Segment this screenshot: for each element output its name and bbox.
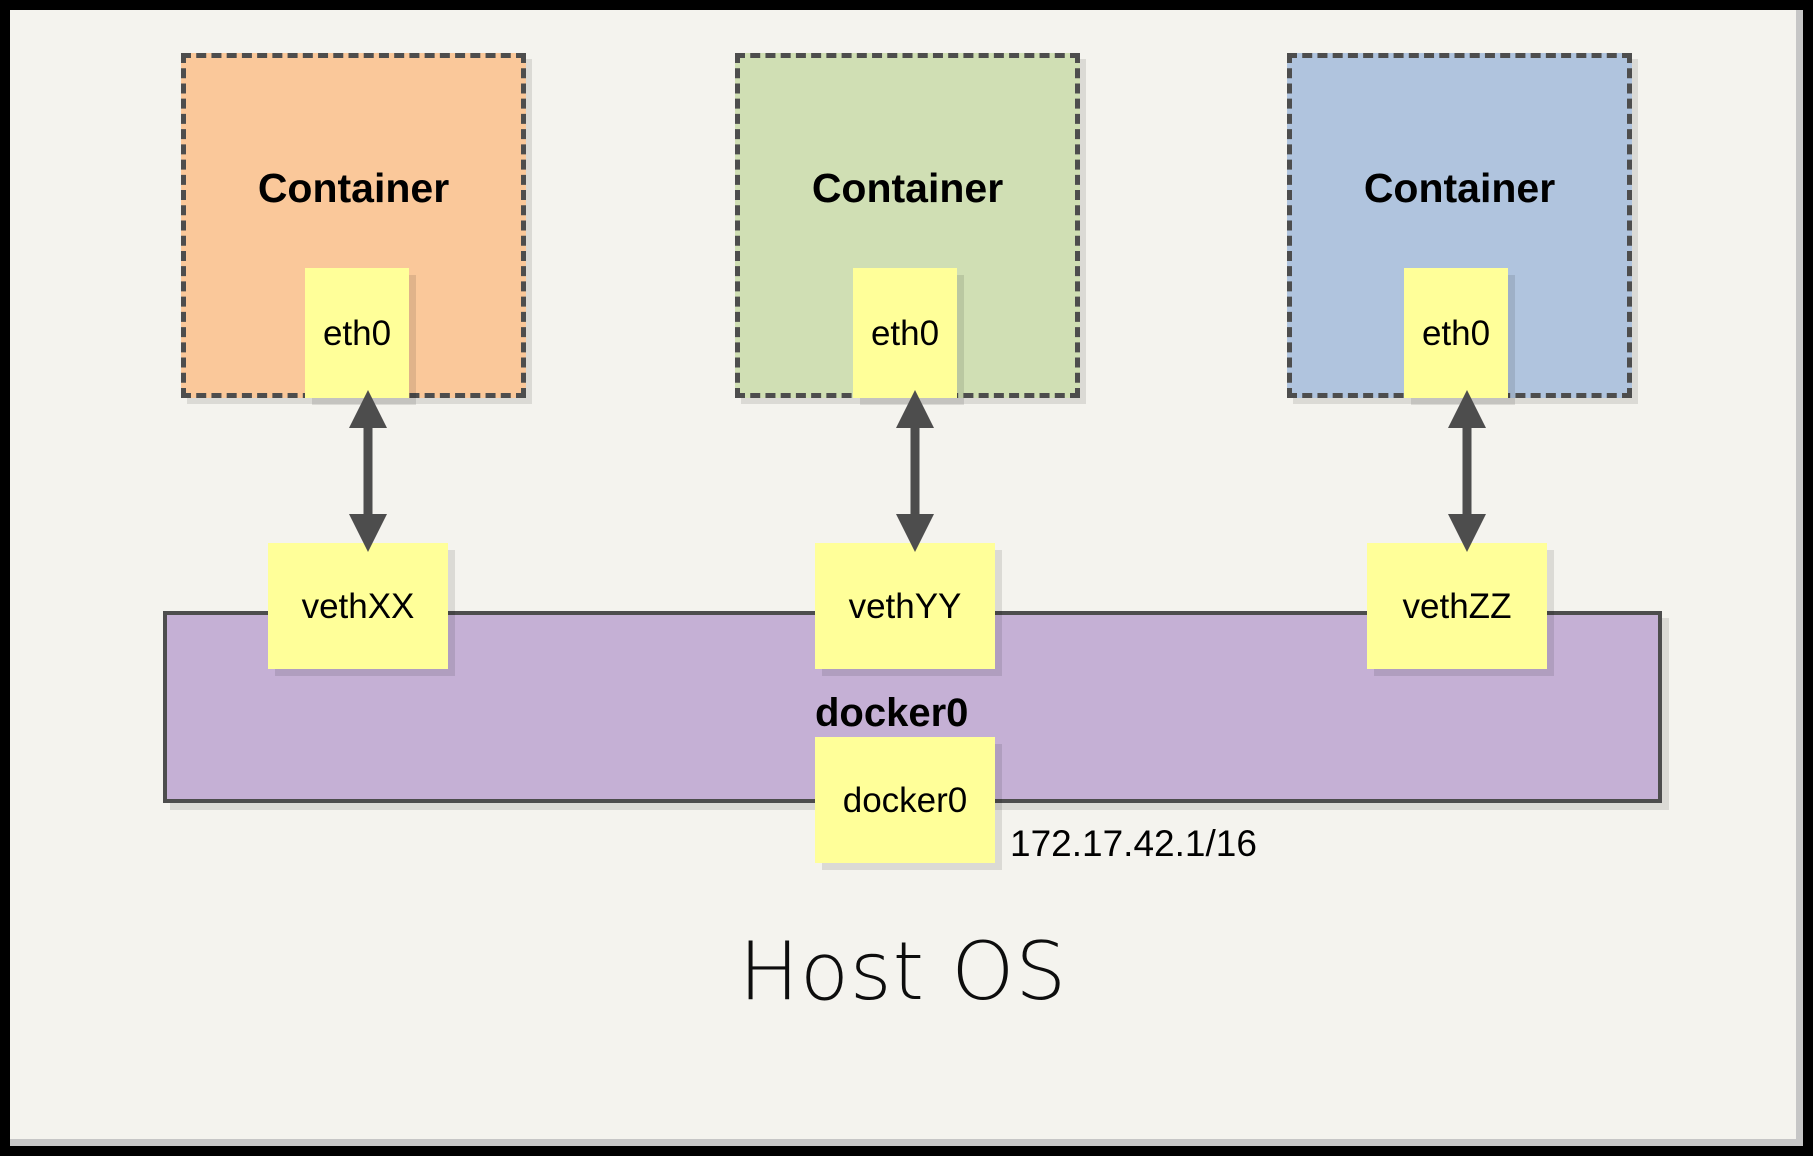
container-title-3: Container — [1363, 165, 1556, 211]
container-eth0-box-1: eth0 — [305, 268, 409, 398]
veth-box-2: vethYY — [815, 543, 995, 669]
container-title-2: Container — [811, 165, 1004, 211]
veth-arrow-2 — [896, 390, 934, 552]
diagram-canvas: Container eth0 Container eth0 Container … — [10, 10, 1803, 1146]
docker0-ip-label: 172.17.42.1/16 — [1010, 823, 1257, 864]
docker0-bridge-label: docker0 — [815, 691, 969, 735]
container-eth0-label-1: eth0 — [322, 313, 392, 353]
veth-arrow-1 — [349, 390, 387, 552]
container-title-1: Container — [257, 165, 450, 211]
veth-label-1: vethXX — [301, 586, 415, 626]
veth-arrow-3 — [1448, 390, 1486, 552]
host-os-label: Host OS — [738, 925, 1068, 1018]
docker0-interface-box: docker0 — [815, 737, 995, 863]
veth-label-2: vethYY — [848, 586, 962, 626]
veth-box-1: vethXX — [268, 543, 448, 669]
container-eth0-box-3: eth0 — [1404, 268, 1508, 398]
container-eth0-label-2: eth0 — [870, 313, 940, 353]
docker0-interface-label: docker0 — [842, 780, 968, 820]
container-eth0-label-3: eth0 — [1421, 313, 1491, 353]
container-eth0-box-2: eth0 — [853, 268, 957, 398]
veth-box-3: vethZZ — [1367, 543, 1547, 669]
veth-label-3: vethZZ — [1402, 586, 1512, 626]
